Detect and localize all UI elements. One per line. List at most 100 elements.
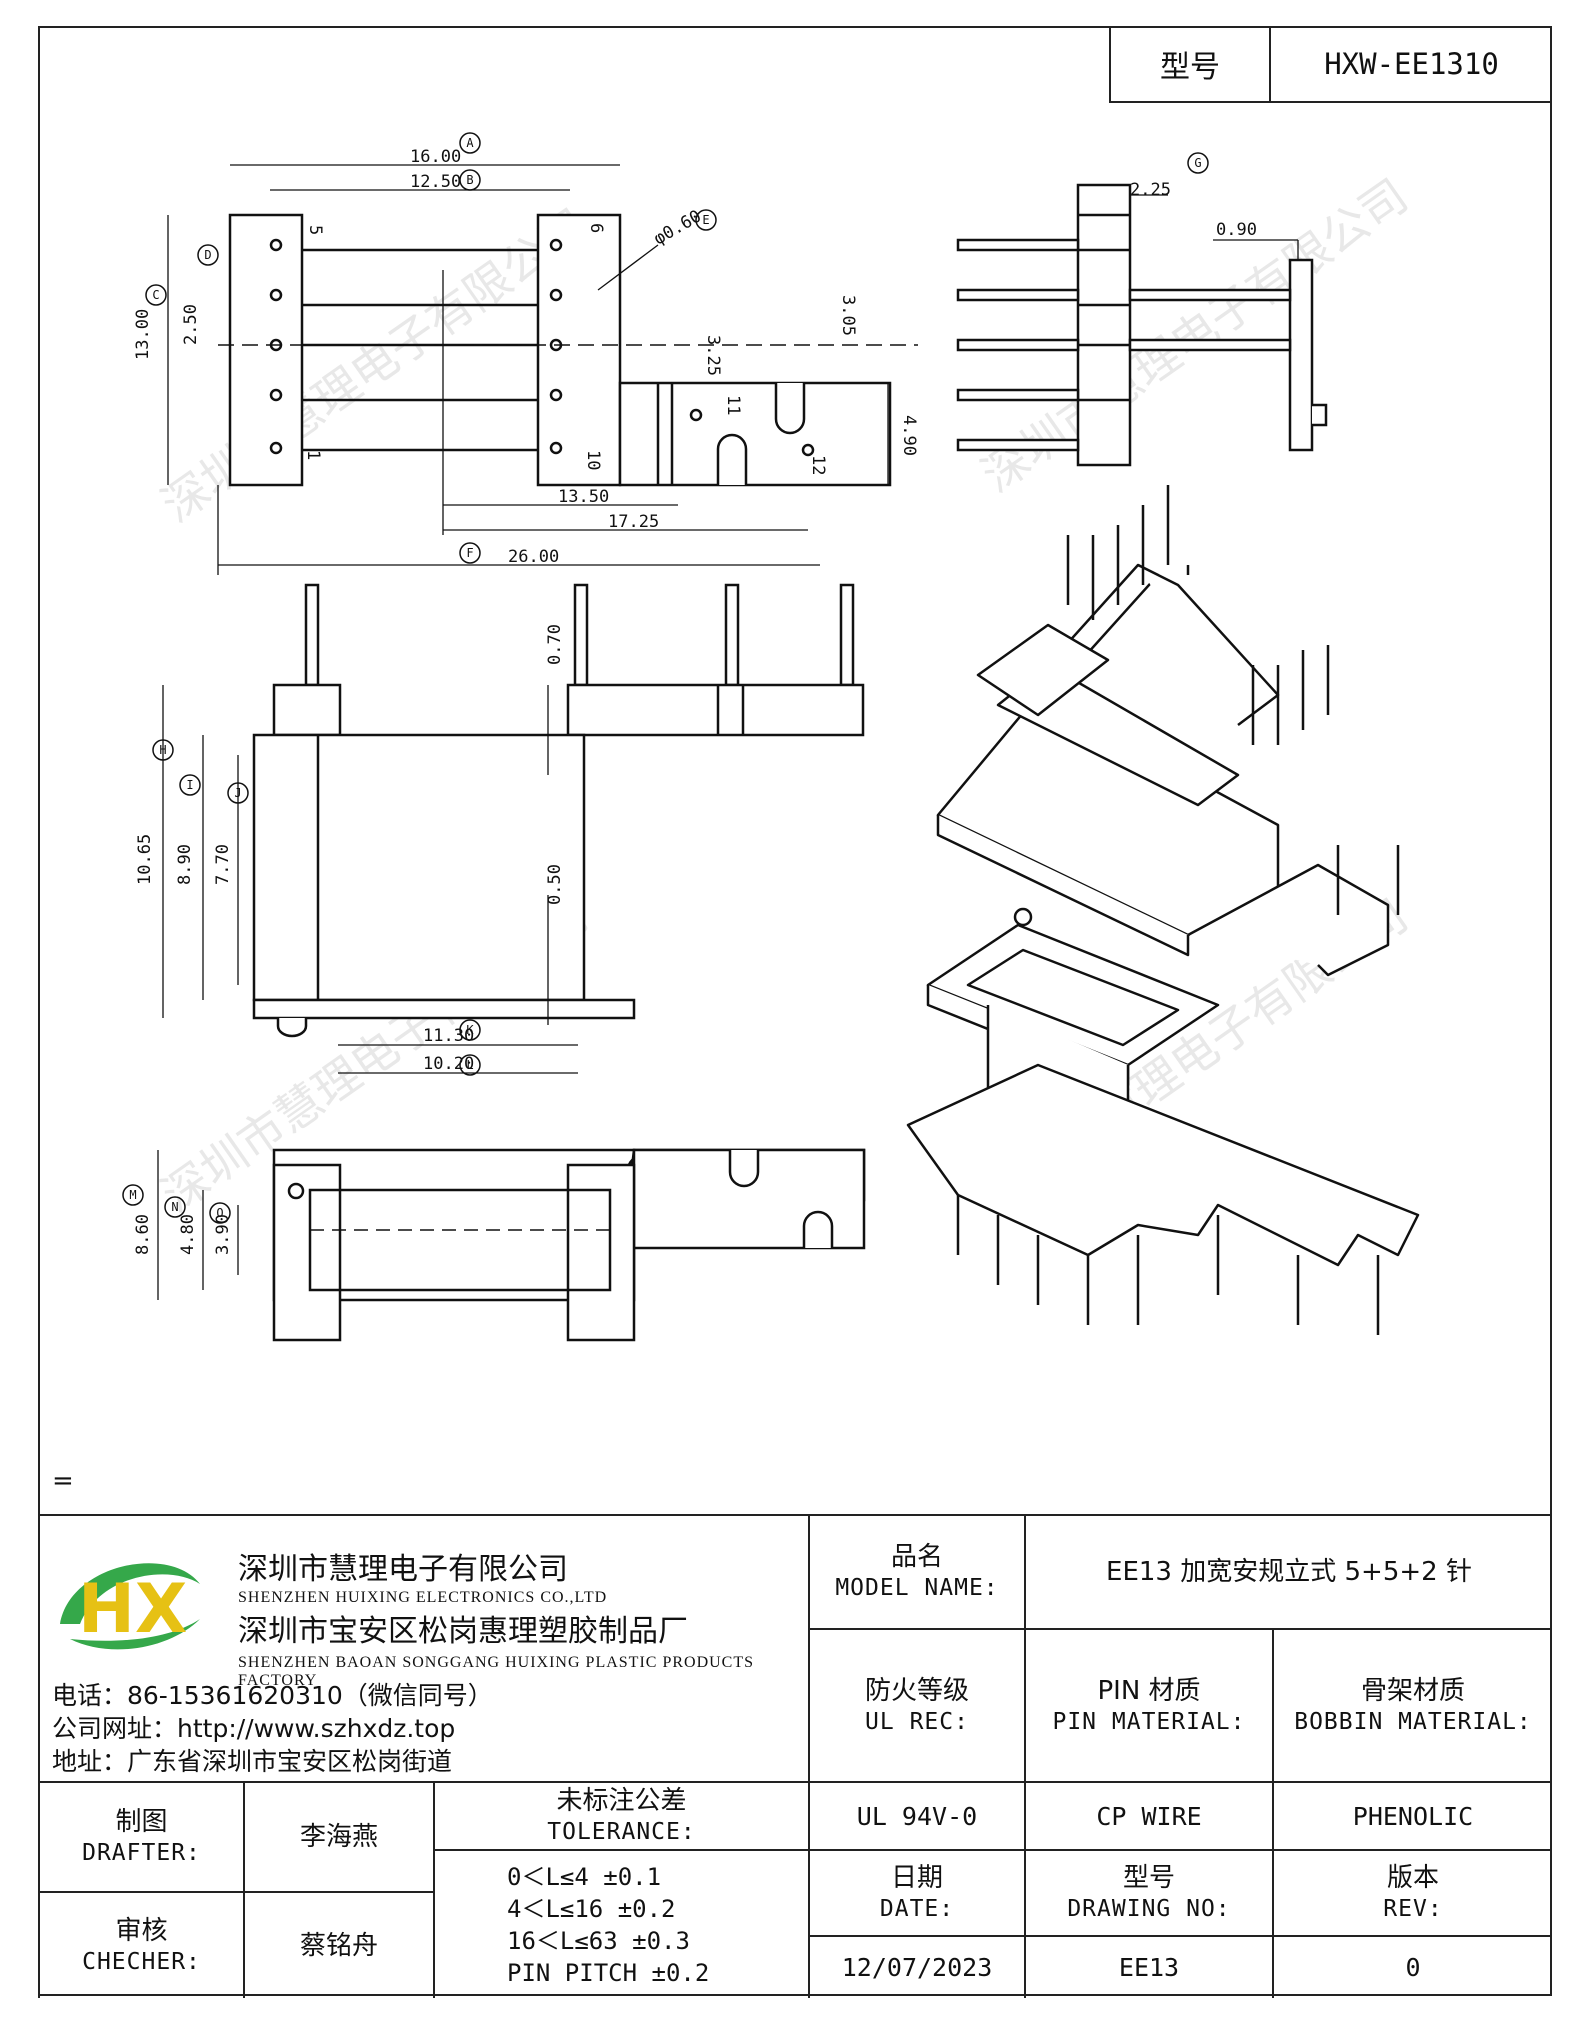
svg-text:11.30: 11.30 (423, 1026, 474, 1046)
bottom-view-labels: 11.30 10.20 8.60 4.80 3.90 (133, 1026, 474, 1255)
reference-marks: A B C D E F G H I J K L M N O (122, 132, 1209, 1224)
svg-text:I: I (186, 778, 193, 792)
circle-mark-G: G (1187, 152, 1209, 174)
circle-mark-J: J (227, 782, 249, 804)
company-address: 地址：广东省深圳市宝安区松岗街道 (52, 1747, 453, 1776)
company-info: HX 深圳市慧理电子有限公司 SHENZHEN HUIXING ELECTRON… (38, 1516, 808, 1781)
svg-text:10.65: 10.65 (135, 834, 155, 885)
pin-material-label: PIN 材质 PIN MATERIAL: (1024, 1628, 1272, 1781)
tolerance-row: PIN PITCH ±0.2 (507, 1958, 710, 1987)
top-view-labels: 16.00 12.50 13.00 2.50 φ0.60 3.25 3.05 4… (133, 147, 919, 567)
svg-text:7.70: 7.70 (213, 844, 233, 885)
technical-drawing: 16.00 12.50 13.00 2.50 φ0.60 3.25 3.05 4… (122, 132, 1420, 1342)
circle-mark-C: C (145, 284, 167, 306)
circle-mark-A: A (459, 132, 481, 154)
svg-text:φ0.60: φ0.60 (651, 206, 705, 249)
svg-text:0.50: 0.50 (545, 864, 565, 905)
rev-label: 版本 REV: (1272, 1849, 1552, 1935)
svg-text:8.90: 8.90 (175, 844, 195, 885)
drawing-no-label: 型号 DRAWING NO: (1024, 1849, 1272, 1935)
pin-material-value: CP WIRE (1024, 1781, 1272, 1849)
side-view-dimensions (1130, 194, 1299, 260)
drawing-no-value: EE13 (1024, 1935, 1272, 1998)
tolerance-row: 16＜L≤63 ±0.3 (507, 1926, 690, 1955)
svg-text:17.25: 17.25 (608, 512, 659, 532)
bottom-view-dimensions (157, 1044, 578, 1300)
svg-text:12: 12 (808, 455, 828, 475)
svg-text:2.50: 2.50 (181, 304, 201, 345)
svg-text:O: O (216, 1206, 223, 1220)
svg-text:K: K (466, 1023, 474, 1037)
company-phone: 电话：86-15361620310（微信同号） (52, 1681, 493, 1710)
model-header: 型号 HXW-EE1310 (1109, 26, 1552, 103)
company-name-cn: 深圳市慧理电子有限公司 (238, 1552, 568, 1587)
svg-text:11: 11 (723, 395, 743, 415)
factory-name-cn: 深圳市宝安区松岗惠理塑胶制品厂 (238, 1614, 688, 1649)
drafter-value: 李海燕 (243, 1781, 433, 1891)
svg-text:1: 1 (303, 450, 323, 460)
front-view (252, 583, 865, 1038)
svg-text:F: F (466, 546, 473, 560)
circle-mark-H: H (152, 739, 174, 761)
svg-text:C: C (152, 288, 159, 302)
front-view-labels: 0.70 10.65 8.90 7.70 0.50 (135, 624, 565, 905)
drafter-label: 制图 DRAFTER: (38, 1781, 243, 1891)
svg-text:3.05: 3.05 (838, 295, 858, 336)
svg-text:4.80: 4.80 (178, 1214, 198, 1255)
company-name-en: SHENZHEN HUIXING ELECTRONICS CO.,LTD (238, 1589, 608, 1606)
top-view-dimensions (167, 164, 889, 575)
checker-value: 蔡铭舟 (243, 1891, 433, 1998)
rev-value: 0 (1272, 1935, 1552, 1998)
svg-text:6: 6 (586, 223, 606, 233)
svg-text:2.25: 2.25 (1130, 180, 1171, 200)
svg-text:HX: HX (78, 1570, 187, 1649)
circle-mark-B: B (459, 169, 481, 191)
svg-text:D: D (204, 248, 211, 262)
svg-text:10: 10 (583, 450, 603, 470)
side-view-labels: 2.25 0.90 (1130, 180, 1257, 240)
svg-text:13.00: 13.00 (133, 309, 153, 360)
svg-text:5: 5 (305, 225, 325, 235)
svg-text:G: G (1194, 156, 1201, 170)
svg-text:M: M (129, 1188, 136, 1202)
checker-label: 审核 CHECHER: (38, 1891, 243, 1998)
model-value: HXW-EE1310 (1324, 46, 1499, 81)
svg-text:L: L (466, 1058, 473, 1072)
svg-text:H: H (159, 743, 166, 757)
tolerance-row: 0＜L≤4 ±0.1 (507, 1862, 662, 1891)
company-website[interactable]: 公司网址：http://www.szhxdz.top (52, 1714, 456, 1743)
model-name-value: EE13 加宽安规立式 5+5+2 针 (1024, 1514, 1552, 1628)
model-name-label: 品名 MODEL NAME: (808, 1514, 1024, 1628)
svg-text:J: J (234, 786, 241, 800)
date-value: 12/07/2023 (808, 1935, 1024, 1998)
svg-text:26.00: 26.00 (508, 547, 559, 567)
circle-mark-L: L (459, 1054, 481, 1076)
svg-text:12.50: 12.50 (410, 172, 461, 192)
side-view (956, 183, 1328, 467)
svg-text:3.90: 3.90 (213, 1214, 233, 1255)
company-logo: HX (60, 1563, 200, 1650)
bobbin-material-label: 骨架材质 BOBBIN MATERIAL: (1272, 1628, 1552, 1781)
circle-mark-I: I (179, 774, 201, 796)
svg-text:16.00: 16.00 (410, 147, 461, 167)
ul-rec-value: UL 94V-0 (808, 1781, 1024, 1849)
svg-text:4.90: 4.90 (899, 415, 919, 456)
bottom-view (272, 1148, 866, 1342)
svg-text:A: A (466, 136, 474, 150)
ul-rec-label: 防火等级 UL REC: (808, 1628, 1024, 1781)
svg-text:N: N (171, 1200, 178, 1214)
circle-mark-D: D (197, 244, 219, 266)
svg-text:B: B (466, 173, 473, 187)
circle-mark-F: F (459, 542, 481, 564)
circle-mark-E: E (695, 209, 717, 231)
model-label: 型号 (1111, 26, 1271, 101)
title-block: HX 深圳市慧理电子有限公司 SHENZHEN HUIXING ELECTRON… (38, 1514, 1552, 1998)
drawing-frame (38, 26, 1552, 1996)
circle-mark-N: N (164, 1196, 186, 1218)
circle-mark-M: M (122, 1184, 144, 1206)
date-label: 日期 DATE: (808, 1849, 1024, 1935)
bobbin-material-value: PHENOLIC (1272, 1781, 1552, 1849)
isometric-view-bottom (906, 907, 1420, 1335)
svg-text:13.50: 13.50 (558, 487, 609, 507)
svg-text:0.70: 0.70 (545, 624, 565, 665)
